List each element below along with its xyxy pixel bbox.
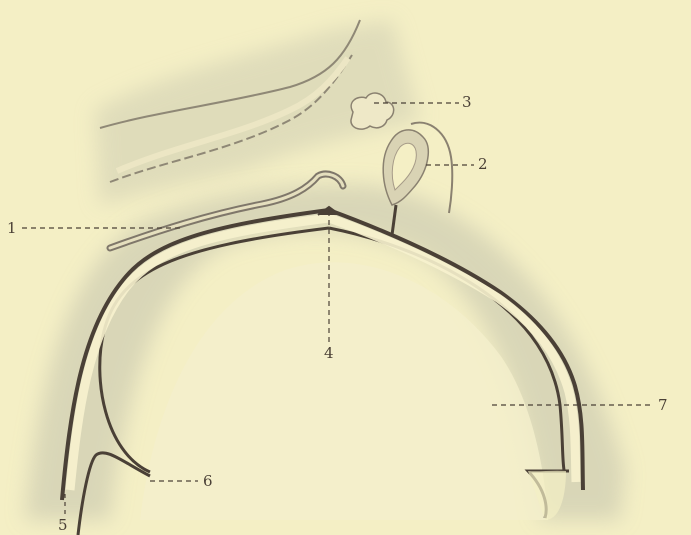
label-7: 7 xyxy=(658,398,668,413)
label-3: 3 xyxy=(462,95,472,110)
label-5: 5 xyxy=(58,518,68,533)
label-2: 2 xyxy=(478,157,488,172)
label-4: 4 xyxy=(324,346,334,361)
label-1: 1 xyxy=(7,221,17,236)
label-6: 6 xyxy=(203,474,213,489)
